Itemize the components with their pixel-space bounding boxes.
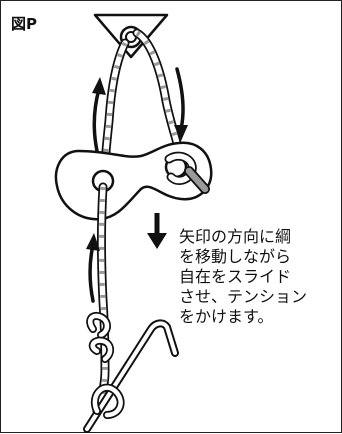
figure-label: 図P bbox=[11, 15, 37, 33]
arrow-down-right bbox=[175, 67, 185, 131]
caption-line: をかけます。 bbox=[179, 307, 274, 326]
caption-line: 自在をスライド bbox=[179, 267, 292, 286]
caption-line: を移動しながら bbox=[179, 247, 292, 266]
arrow-up-upper bbox=[92, 87, 101, 153]
caption-line: 矢印の方向に綱 bbox=[179, 227, 292, 246]
instruction-caption: 矢印の方向に綱 を移動しながら 自在をスライド させ、テンション をかけます。 bbox=[179, 227, 329, 327]
caption-line: させ、テンション bbox=[179, 287, 308, 306]
arrow-up-lower bbox=[88, 243, 95, 303]
